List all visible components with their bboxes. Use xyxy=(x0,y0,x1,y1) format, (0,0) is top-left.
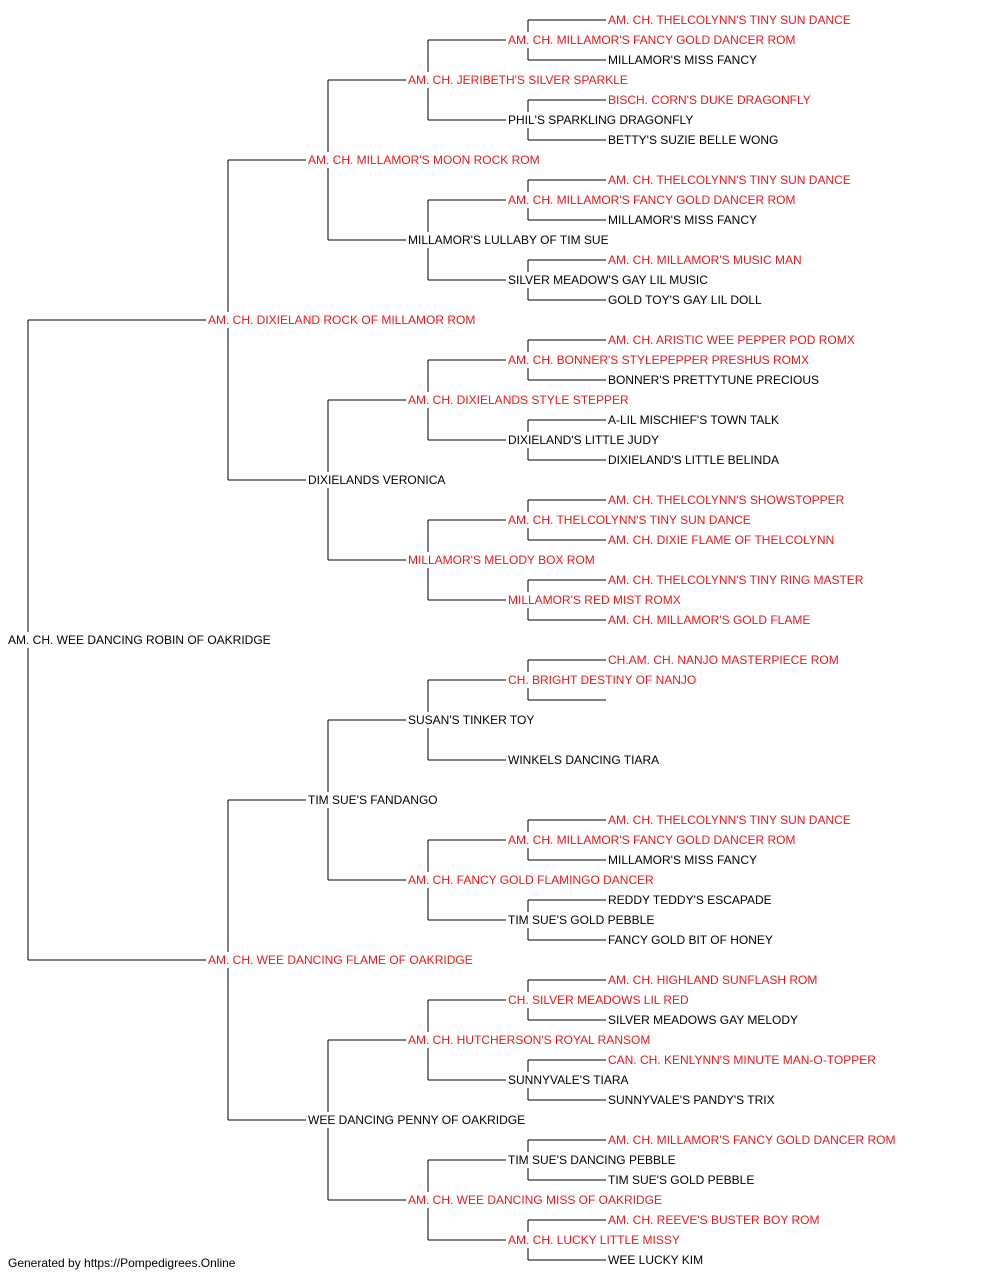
pedigree-entry: PHIL'S SPARKLING DRAGONFLY xyxy=(508,113,693,127)
pedigree-entry: AM. CH. BONNER'S STYLEPEPPER PRESHUS ROM… xyxy=(508,353,809,367)
pedigree-entry: AM. CH. WEE DANCING FLAME OF OAKRIDGE xyxy=(208,953,473,967)
pedigree-entry: AM. CH. DIXIE FLAME OF THELCOLYNN xyxy=(608,533,834,547)
pedigree-entry: AM. CH. HUTCHERSON'S ROYAL RANSOM xyxy=(408,1033,650,1047)
pedigree-entry: MILLAMOR'S MISS FANCY xyxy=(608,53,757,67)
pedigree-entry: AM. CH. DIXIELAND ROCK OF MILLAMOR ROM xyxy=(208,313,475,327)
pedigree-entry: TIM SUE'S FANDANGO xyxy=(308,793,438,807)
pedigree-entry: SUNNYVALE'S PANDY'S TRIX xyxy=(608,1093,775,1107)
pedigree-entry: AM. CH. MILLAMOR'S MUSIC MAN xyxy=(608,253,802,267)
pedigree-entry: AM. CH. THELCOLYNN'S TINY SUN DANCE xyxy=(608,13,851,27)
pedigree-entry: AM. CH. MILLAMOR'S MOON ROCK ROM xyxy=(308,153,540,167)
pedigree-entry: TIM SUE'S DANCING PEBBLE xyxy=(508,1153,676,1167)
footer-credit: Generated by https://Pompedigrees.Online xyxy=(8,1256,236,1270)
pedigree-entry: DIXIELAND'S LITTLE BELINDA xyxy=(608,453,779,467)
pedigree-entry: CH. SILVER MEADOWS LIL RED xyxy=(508,993,689,1007)
pedigree-entry: AM. CH. MILLAMOR'S FANCY GOLD DANCER ROM xyxy=(608,1133,895,1147)
pedigree-entry: AM. CH. THELCOLYNN'S TINY SUN DANCE xyxy=(608,173,851,187)
pedigree-entry: MILLAMOR'S MELODY BOX ROM xyxy=(408,553,595,567)
pedigree-entry: AM. CH. THELCOLYNN'S TINY SUN DANCE xyxy=(508,513,751,527)
pedigree-entry: SILVER MEADOW'S GAY LIL MUSIC xyxy=(508,273,708,287)
pedigree-entry: AM. CH. FANCY GOLD FLAMINGO DANCER xyxy=(408,873,654,887)
pedigree-entry: AM. CH. LUCKY LITTLE MISSY xyxy=(508,1233,680,1247)
pedigree-entry: WEE LUCKY KIM xyxy=(608,1253,703,1267)
pedigree-entry: SUNNYVALE'S TIARA xyxy=(508,1073,629,1087)
pedigree-entry: WEE DANCING PENNY OF OAKRIDGE xyxy=(308,1113,525,1127)
pedigree-entry: CH. BRIGHT DESTINY OF NANJO xyxy=(508,673,696,687)
pedigree-entry: BONNER'S PRETTYTUNE PRECIOUS xyxy=(608,373,819,387)
pedigree-entry: AM. CH. ARISTIC WEE PEPPER POD ROMX xyxy=(608,333,855,347)
pedigree-entry: AM. CH. DIXIELANDS STYLE STEPPER xyxy=(408,393,629,407)
pedigree-entry: CH.AM. CH. NANJO MASTERPIECE ROM xyxy=(608,653,839,667)
pedigree-entry: AM. CH. MILLAMOR'S FANCY GOLD DANCER ROM xyxy=(508,33,795,47)
pedigree-entry: FANCY GOLD BIT OF HONEY xyxy=(608,933,773,947)
pedigree-entry: MILLAMOR'S LULLABY OF TIM SUE xyxy=(408,233,609,247)
pedigree-entry: AM. CH. THELCOLYNN'S SHOWSTOPPER xyxy=(608,493,845,507)
pedigree-entry: GOLD TOY'S GAY LIL DOLL xyxy=(608,293,762,307)
pedigree-entry: DIXIELANDS VERONICA xyxy=(308,473,445,487)
pedigree-entry: AM. CH. REEVE'S BUSTER BOY ROM xyxy=(608,1213,819,1227)
pedigree-entry: SILVER MEADOWS GAY MELODY xyxy=(608,1013,798,1027)
pedigree-entry: BETTY'S SUZIE BELLE WONG xyxy=(608,133,778,147)
pedigree-entry: A-LIL MISCHIEF'S TOWN TALK xyxy=(608,413,779,427)
pedigree-entry: AM. CH. WEE DANCING MISS OF OAKRIDGE xyxy=(408,1193,662,1207)
pedigree-entry: AM. CH. MILLAMOR'S FANCY GOLD DANCER ROM xyxy=(508,833,795,847)
pedigree-entry: WINKELS DANCING TIARA xyxy=(508,753,659,767)
pedigree-entry: AM. CH. HIGHLAND SUNFLASH ROM xyxy=(608,973,817,987)
pedigree-entry: AM. CH. MILLAMOR'S FANCY GOLD DANCER ROM xyxy=(508,193,795,207)
pedigree-entry: SUSAN'S TINKER TOY xyxy=(408,713,534,727)
pedigree-entry: TIM SUE'S GOLD PEBBLE xyxy=(508,913,654,927)
pedigree-entry: TIM SUE'S GOLD PEBBLE xyxy=(608,1173,754,1187)
pedigree-entry: AM. CH. MILLAMOR'S GOLD FLAME xyxy=(608,613,810,627)
pedigree-entry: MILLAMOR'S MISS FANCY xyxy=(608,213,757,227)
pedigree-entry: AM. CH. THELCOLYNN'S TINY SUN DANCE xyxy=(608,813,851,827)
pedigree-entry: REDDY TEDDY'S ESCAPADE xyxy=(608,893,772,907)
pedigree-entry: AM. CH. JERIBETH'S SILVER SPARKLE xyxy=(408,73,628,87)
pedigree-entry: MILLAMOR'S RED MIST ROMX xyxy=(508,593,681,607)
pedigree-entry: AM. CH. WEE DANCING ROBIN OF OAKRIDGE xyxy=(8,633,271,647)
pedigree-entry: AM. CH. THELCOLYNN'S TINY RING MASTER xyxy=(608,573,864,587)
pedigree-entry: MILLAMOR'S MISS FANCY xyxy=(608,853,757,867)
pedigree-entry: BISCH. CORN'S DUKE DRAGONFLY xyxy=(608,93,811,107)
pedigree-entry: CAN. CH. KENLYNN'S MINUTE MAN-O-TOPPER xyxy=(608,1053,876,1067)
pedigree-entry: DIXIELAND'S LITTLE JUDY xyxy=(508,433,659,447)
